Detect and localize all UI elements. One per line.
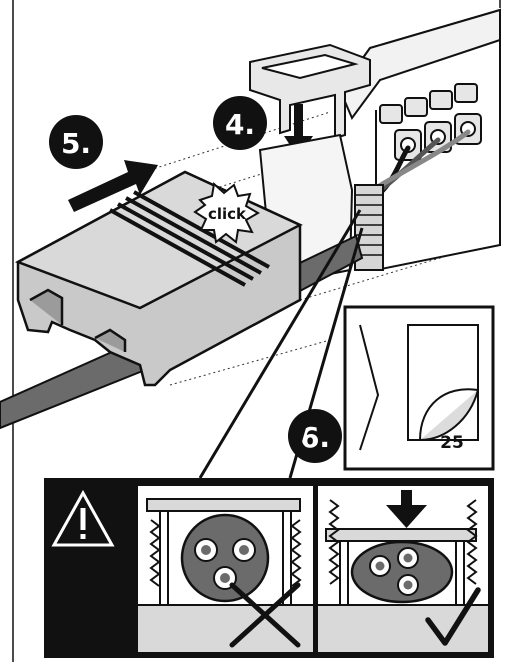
incorrect-panel: [138, 486, 313, 652]
click-burst-icon: [193, 182, 260, 244]
zoom-callout-lines: [198, 209, 364, 479]
chevron-right-icon: [359, 324, 380, 451]
press-down-arrow-icon: [386, 490, 427, 528]
step-4-label: 4.: [225, 108, 255, 141]
page-reference-box: [343, 305, 495, 471]
step-badge-4: 4.: [213, 96, 267, 150]
cross-icon: [229, 582, 301, 648]
strain-relief-clamp: [249, 43, 371, 140]
page-reference-number: 25: [440, 433, 464, 453]
step-badge-5: 5.: [49, 115, 103, 169]
correct-panel: [318, 486, 488, 652]
step-5-label: 5.: [61, 127, 91, 160]
click-label: click: [208, 205, 247, 223]
connector-cover: [14, 170, 303, 387]
right-arrow-icon: [68, 160, 158, 212]
warning-panel: [44, 478, 494, 658]
check-icon: [425, 587, 481, 646]
step-badge-6: 6.: [288, 409, 342, 463]
dotted-guide-lines: [149, 111, 501, 386]
warning-triangle-icon: [51, 489, 115, 547]
